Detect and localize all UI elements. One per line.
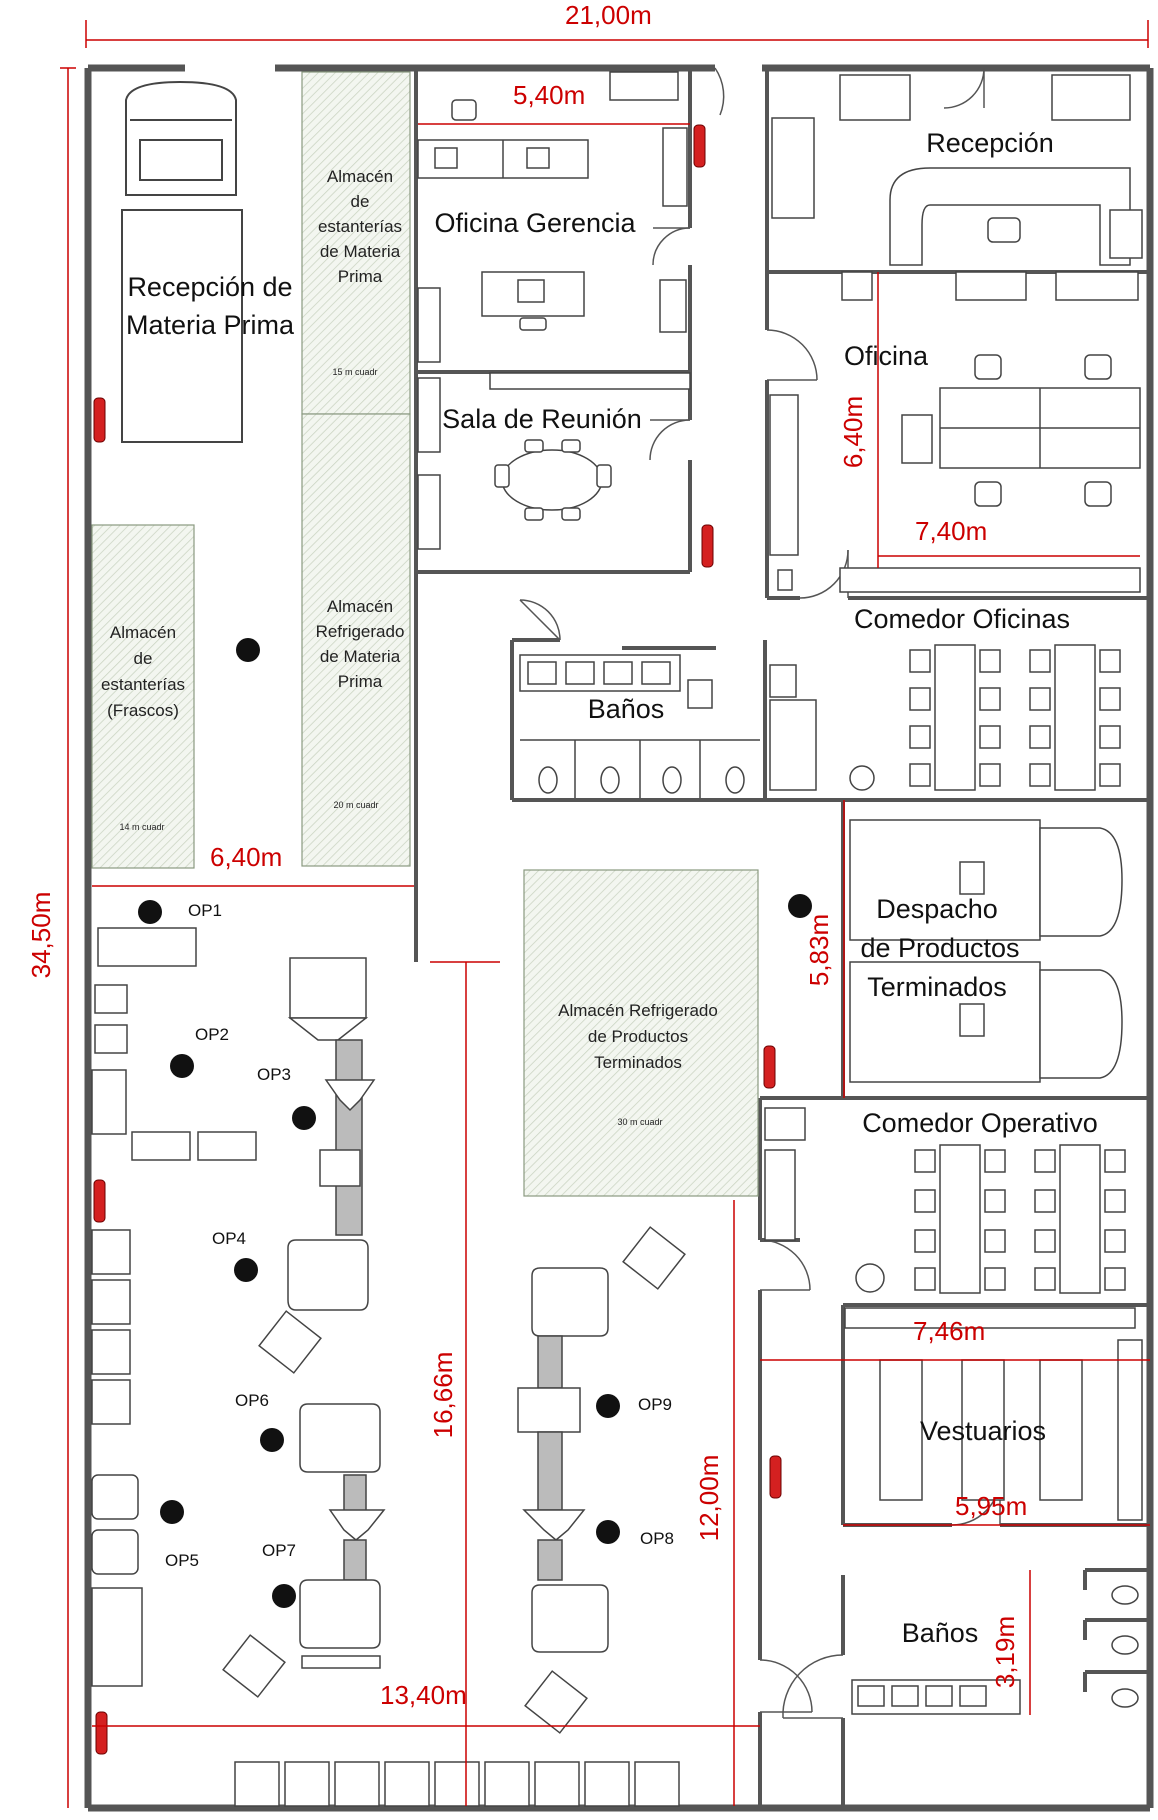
dim-overall-height: 34,50m — [26, 892, 56, 979]
label-almacen-frascos-1: Almacén — [110, 623, 176, 642]
fire-extinguisher-icons — [93, 124, 782, 1755]
label-almacen-mp-5: Prima — [338, 267, 383, 286]
label-oficina: Oficina — [844, 341, 929, 371]
label-almacen-frascos-area: 14 m cuadr — [119, 822, 164, 832]
operator-marker-icon — [234, 1258, 258, 1282]
label-almacen-mp-2: de — [351, 192, 370, 211]
operator-marker-icon — [272, 1584, 296, 1608]
door-swings — [519, 67, 1001, 1719]
almacen-frascos-rect — [91, 524, 195, 869]
office-furniture — [417, 71, 1143, 791]
label-almacen-refrig-pt-area: 30 m cuadr — [617, 1117, 662, 1127]
label-comedor-operativo: Comedor Operativo — [862, 1108, 1098, 1138]
interior-walls — [414, 68, 1150, 1808]
label-almacen-mp-3: estanterías — [318, 217, 402, 236]
dim-almacen-width: 6,40m — [210, 842, 282, 872]
comedor-operativo-furniture — [764, 1107, 1143, 1715]
label-op3: OP3 — [257, 1065, 291, 1084]
label-op8: OP8 — [640, 1529, 674, 1548]
label-oficina-gerencia: Oficina Gerencia — [434, 208, 636, 238]
label-op7: OP7 — [262, 1541, 296, 1560]
dim-oficina-height: 6,40m — [838, 396, 868, 468]
label-almacen-refrig-mp-2: Refrigerado — [316, 622, 405, 641]
label-almacen-mp-4: de Materia — [320, 242, 401, 261]
label-op4: OP4 — [212, 1229, 246, 1248]
despacho-trucks — [849, 819, 1123, 1083]
label-op9: OP9 — [638, 1395, 672, 1414]
fire-extinguisher-icon — [93, 1179, 106, 1223]
operator-markers — [138, 638, 812, 1608]
dim-oficina-width: 7,40m — [915, 516, 987, 546]
banos-top-fixtures — [519, 654, 760, 798]
fire-extinguisher-icon — [763, 1045, 776, 1089]
dim-prod-lower-height: 12,00m — [694, 1455, 724, 1542]
dim-despacho-height: 5,83m — [804, 914, 834, 986]
fire-extinguisher-icon — [93, 397, 106, 443]
fire-extinguisher-icon — [693, 124, 706, 168]
dim-overall-width: 21,00m — [565, 0, 652, 30]
label-recepcion-mp-1: Recepción de — [127, 272, 292, 302]
operator-marker-icon — [170, 1054, 194, 1078]
dim-gerencia-width: 5,40m — [513, 80, 585, 110]
label-almacen-refrig-mp-4: Prima — [338, 672, 383, 691]
storage-areas — [91, 71, 759, 1197]
outer-walls — [84, 64, 1154, 1812]
dim-prod-height: 16,66m — [428, 1352, 458, 1439]
fire-extinguisher-icon — [701, 524, 714, 568]
dim-prod-width: 13,40m — [380, 1680, 467, 1710]
label-almacen-frascos-3: estanterías — [101, 675, 185, 694]
operator-marker-icon — [596, 1394, 620, 1418]
label-despacho-2: de Productos — [860, 933, 1019, 963]
operator-marker-icon — [138, 900, 162, 924]
operator-marker-icon — [260, 1428, 284, 1452]
label-despacho-1: Despacho — [876, 894, 998, 924]
label-comedor-oficinas: Comedor Oficinas — [854, 604, 1070, 634]
label-almacen-refrig-pt-1: Almacén Refrigerado — [558, 1001, 718, 1020]
label-almacen-refrig-mp-area: 20 m cuadr — [333, 800, 378, 810]
label-almacen-refrig-pt-2: de Productos — [588, 1027, 688, 1046]
label-op5: OP5 — [165, 1551, 199, 1570]
label-almacen-refrig-mp-3: de Materia — [320, 647, 401, 666]
label-recepcion: Recepción — [926, 128, 1054, 158]
dim-banos-height: 3,19m — [990, 1616, 1020, 1688]
fire-extinguisher-icon — [95, 1711, 108, 1755]
label-despacho-3: Terminados — [867, 972, 1007, 1002]
production-equipment — [91, 927, 686, 1807]
label-op1: OP1 — [188, 901, 222, 920]
label-banos-top: Baños — [588, 694, 665, 724]
label-recepcion-mp-2: Materia Prima — [126, 310, 295, 340]
dimension-lines — [60, 20, 1150, 1808]
dim-vestuarios-inner: 5,95m — [955, 1491, 1027, 1521]
operator-marker-icon — [236, 638, 260, 662]
label-vestuarios: Vestuarios — [920, 1416, 1046, 1446]
operator-marker-icon — [292, 1106, 316, 1130]
label-banos-bottom: Baños — [902, 1618, 979, 1648]
label-almacen-mp-area: 15 m cuadr — [332, 367, 377, 377]
label-almacen-refrig-mp-1: Almacén — [327, 597, 393, 616]
operator-marker-icon — [596, 1520, 620, 1544]
almacen-refrig-pt-rect — [523, 869, 759, 1197]
label-sala-reunion: Sala de Reunión — [442, 404, 642, 434]
almacen-mp-rect — [301, 71, 411, 415]
almacen-refrig-mp-rect — [301, 413, 411, 867]
operator-marker-icon — [160, 1500, 184, 1524]
truck — [121, 80, 243, 443]
label-op6: OP6 — [235, 1391, 269, 1410]
label-op2: OP2 — [195, 1025, 229, 1044]
label-almacen-frascos-2: de — [134, 649, 153, 668]
label-almacen-frascos-4: (Frascos) — [107, 701, 179, 720]
dim-vestuarios-width: 7,46m — [913, 1316, 985, 1346]
label-almacen-refrig-pt-3: Terminados — [594, 1053, 682, 1072]
label-almacen-mp-1: Almacén — [327, 167, 393, 186]
operator-marker-icon — [788, 894, 812, 918]
fire-extinguisher-icon — [769, 1455, 782, 1499]
